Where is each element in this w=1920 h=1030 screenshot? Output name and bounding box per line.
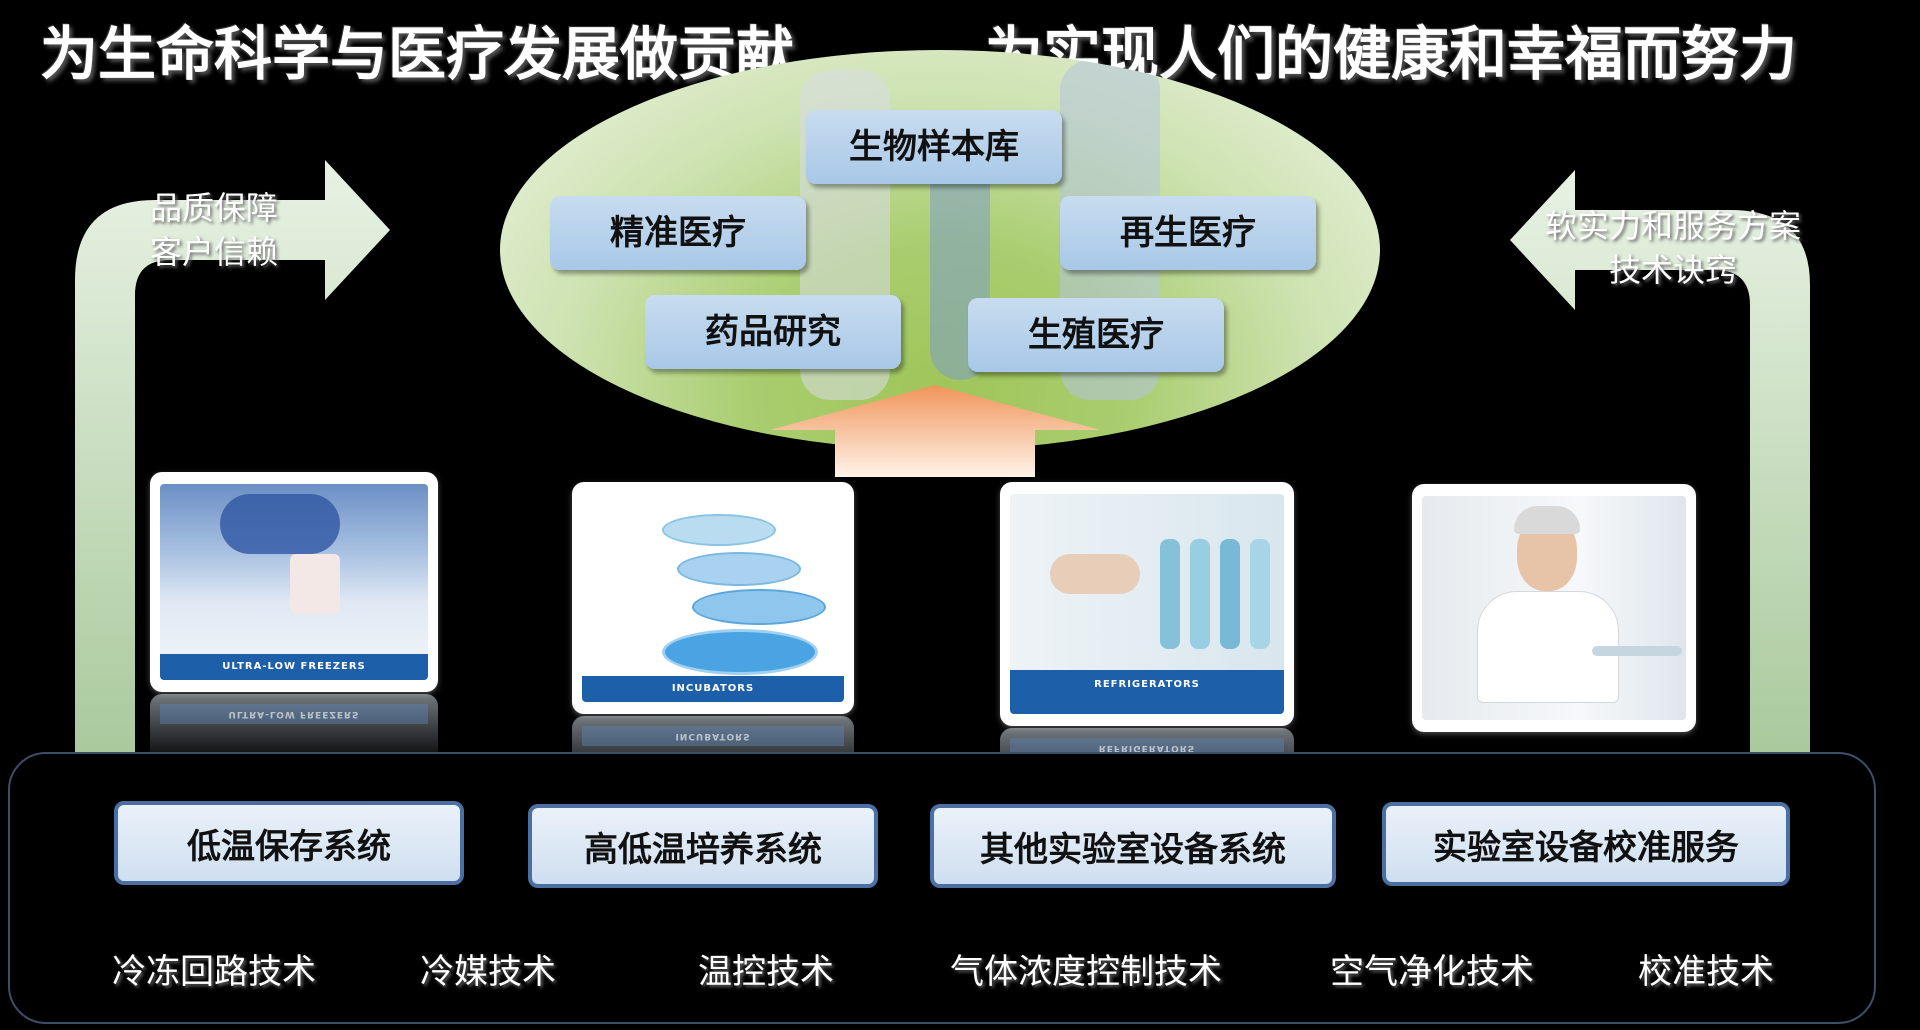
topic-biobank: 生物样本库 (806, 110, 1062, 184)
right-arrow-line1: 软实力和服务方案 (1545, 204, 1801, 248)
product-card-incubators[interactable]: INCUBATORS (572, 482, 854, 714)
topic-precision-medicine: 精准医疗 (550, 196, 806, 270)
title-left: 为生命科学与医疗发展做贡献 (40, 14, 794, 94)
reflection-band: ULTRA-LOW FREEZERS (160, 704, 428, 724)
system-other-lab-equipment[interactable]: 其他实验室设备系统 (930, 804, 1336, 888)
right-arrow-line2: 技术诀窍 (1545, 248, 1801, 292)
left-arrow-line2: 客户信赖 (150, 230, 278, 274)
topic-drug-research: 药品研究 (645, 295, 901, 369)
tech-air-purification: 空气净化技术 (1330, 950, 1534, 994)
system-calibration-service[interactable]: 实验室设备校准服务 (1382, 802, 1790, 886)
system-cryo-storage[interactable]: 低温保存系统 (114, 801, 464, 885)
center-up-arrow (770, 385, 1100, 477)
system-incubation[interactable]: 高低温培养系统 (528, 804, 878, 888)
tech-gas-concentration-control: 气体浓度控制技术 (950, 950, 1222, 994)
tech-temperature-control: 温控技术 (698, 950, 834, 994)
product-band-refrigerators: REFRIGERATORS (1010, 670, 1284, 714)
reflection-band: INCUBATORS (582, 726, 844, 746)
tech-calibration: 校准技术 (1638, 950, 1774, 994)
topic-regenerative-medicine: 再生医疗 (1060, 196, 1316, 270)
topic-reproductive-medicine: 生殖医疗 (968, 298, 1224, 372)
product-band-freezers: ULTRA-LOW FREEZERS (160, 654, 428, 680)
product-card-freezers[interactable]: ULTRA-LOW FREEZERS (150, 472, 438, 692)
product-card-refrigerators[interactable]: REFRIGERATORS (1000, 482, 1294, 726)
product-band-incubators: INCUBATORS (582, 676, 844, 702)
tech-refrigerant: 冷媒技术 (420, 950, 556, 994)
left-arrow-line1: 品质保障 (150, 186, 278, 230)
tech-refrigeration-circuit: 冷冻回路技术 (112, 950, 316, 994)
product-card-calibration[interactable] (1412, 484, 1696, 732)
